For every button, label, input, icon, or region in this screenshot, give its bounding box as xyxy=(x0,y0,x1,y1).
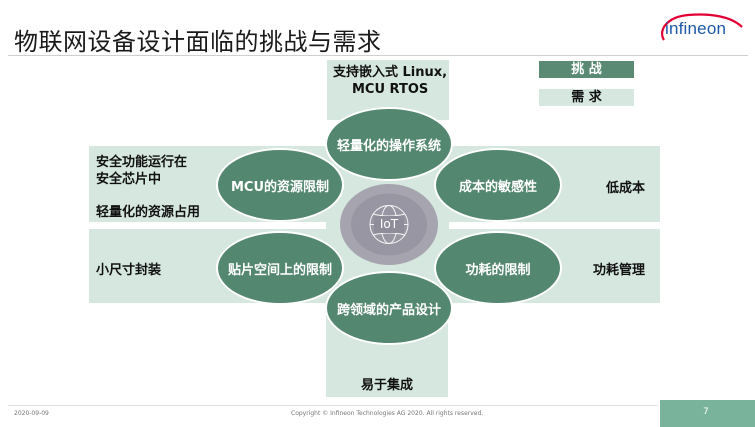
logo-text: infineon xyxy=(665,19,727,38)
slide-title: 物联网设备设计面临的挑战与需求 xyxy=(14,28,382,56)
petal-bottom: 跨领域的产品设计 xyxy=(325,271,453,345)
need-right-top: 低成本 xyxy=(606,181,646,196)
logo-swoosh-icon xyxy=(661,13,743,41)
footer-divider xyxy=(8,405,658,406)
need-top-line2: MCU RTOS xyxy=(352,82,429,97)
infineon-logo: infineon xyxy=(654,9,746,49)
petal-left-top: MCU的资源限制 xyxy=(216,148,344,222)
need-left-top-line2: 安全芯片中 xyxy=(96,172,162,187)
page-number-tab xyxy=(660,400,755,427)
need-right-bottom: 功耗管理 xyxy=(593,263,646,278)
petal-top: 轻量化的操作系统 xyxy=(325,107,453,181)
page-number: 7 xyxy=(703,407,709,417)
need-left-bottom: 小尺寸封装 xyxy=(96,263,162,278)
legend-demand: 需 求 xyxy=(539,89,634,106)
footer-copyright: Copyright © Infineon Technologies AG 202… xyxy=(291,410,484,417)
need-bottom: 易于集成 xyxy=(361,378,414,393)
footer-date: 2020-09-09 xyxy=(14,410,49,417)
legend-challenge: 挑 战 xyxy=(539,61,634,78)
need-left-top-line3: 轻量化的资源占用 xyxy=(96,205,201,220)
petal-left-bottom: 贴片空间上的限制 xyxy=(216,231,344,305)
title-divider xyxy=(8,55,748,56)
iot-hub xyxy=(340,184,438,265)
need-top-line1: 支持嵌入式 Linux, xyxy=(333,65,448,80)
petal-right-top: 成本的敏感性 xyxy=(434,148,562,222)
petal-right-bottom: 功耗的限制 xyxy=(434,231,562,305)
iot-label: IoT xyxy=(379,217,399,231)
need-left-top-line1: 安全功能运行在 xyxy=(96,155,188,170)
